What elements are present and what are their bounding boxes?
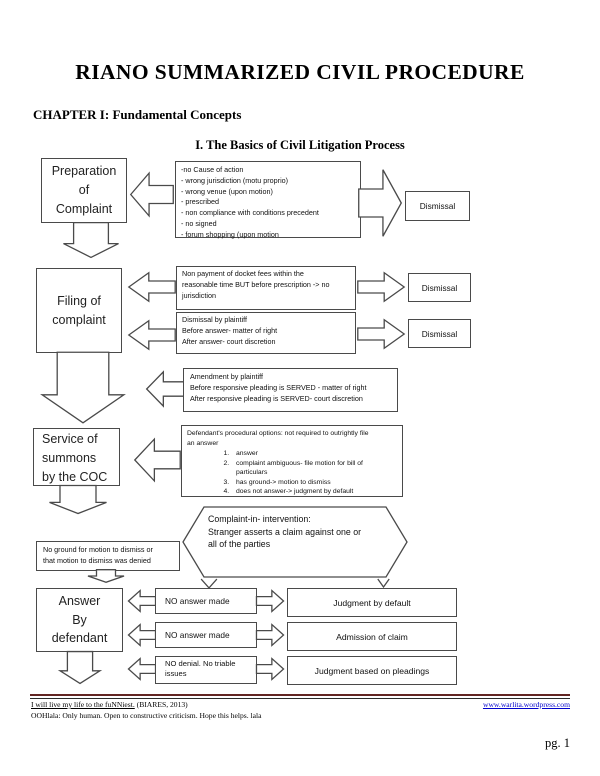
- answer-box: Answer By defendant: [36, 588, 123, 652]
- preparation-box: Preparation of Complaint: [41, 158, 127, 223]
- judgment-box-3: Judgment based on pleadings: [287, 656, 457, 685]
- answer-condition-box-1: NO answer made: [155, 588, 257, 614]
- plaintiff-dismissal-box: Dismissal by plaintiff Before answer- ma…: [176, 312, 356, 354]
- section-heading: I. The Basics of Civil Litigation Proces…: [195, 138, 405, 152]
- answer-condition-box-3: NO denial. No triable issues: [155, 656, 257, 684]
- flow-arrow-right-2: [357, 272, 405, 302]
- flow-arrow-left-2: [128, 272, 176, 302]
- answer-arrow-right-3: [256, 658, 284, 680]
- footer-line-2: OOHlala: Only human. Open to constructiv…: [31, 711, 262, 720]
- answer-arrow-left-1: [128, 590, 156, 612]
- answer-condition-box-2: NO answer made: [155, 622, 257, 648]
- option-item: does not answer-> judgment by default: [231, 487, 397, 497]
- answer-arrow-left-3: [128, 658, 156, 680]
- footer-quote: I will live my life to the fuNNiest.: [31, 700, 135, 709]
- flow-arrow-left-3: [128, 320, 176, 350]
- intervention-title: Complaint-in- intervention:: [208, 514, 311, 524]
- defendant-options-box: Defendant's procedural options: not requ…: [181, 425, 403, 497]
- answer-arrow-right-1: [256, 590, 284, 612]
- footer-link[interactable]: www.warlita.wordpress.com: [482, 700, 570, 709]
- docket-fees-box: Non payment of docket fees within the re…: [176, 266, 356, 310]
- intervention-connector-right: [377, 578, 390, 588]
- answer-arrow-left-2: [128, 624, 156, 646]
- intervention-connector-left: [200, 578, 218, 589]
- intervention-text: Complaint-in- intervention: Stranger ass…: [208, 514, 390, 551]
- flow-arrow-right-1: [358, 168, 402, 238]
- flow-arrow-left-4: [146, 371, 186, 407]
- grounds-box: -no Cause of action - wrong jurisdiction…: [175, 161, 361, 239]
- defendant-options-list: answer complaint ambiguous- file motion …: [187, 449, 397, 497]
- amendment-box: Amendment by plaintiff Before responsive…: [183, 368, 398, 412]
- flow-arrow-left-5: [134, 438, 181, 482]
- flow-arrow-left-1: [130, 172, 174, 217]
- judgment-box-2: Admission of claim: [287, 622, 457, 651]
- option-item: complaint ambiguous- file motion for bil…: [231, 459, 397, 478]
- flow-arrow-down-1: [62, 222, 120, 258]
- no-ground-box: No ground for motion to dismiss or that …: [36, 541, 180, 571]
- service-box: Service of summons by the COC: [33, 428, 120, 486]
- footer-divider: [30, 694, 570, 699]
- intervention-arrow: [182, 506, 408, 578]
- page-number: pg. 1: [545, 736, 570, 750]
- judgment-box-1: Judgment by default: [287, 588, 457, 617]
- flow-arrow-right-3: [357, 319, 405, 349]
- dismissal-box-1: Dismissal: [405, 191, 470, 221]
- filing-box: Filing of complaint: [36, 268, 122, 353]
- footer-line-1: I will live my life to the fuNNiest. (BI…: [31, 700, 571, 709]
- option-item: has ground-> motion to dismiss: [231, 478, 397, 488]
- dismissal-box-2: Dismissal: [408, 273, 471, 302]
- answer-arrow-right-2: [256, 624, 284, 646]
- footer-citation: (BIARES, 2013): [134, 700, 188, 709]
- dismissal-box-3: Dismissal: [408, 319, 471, 348]
- intervention-body: Stranger asserts a claim against one or …: [208, 527, 362, 549]
- chapter-heading: CHAPTER I: Fundamental Concepts: [33, 107, 242, 122]
- option-item: answer: [231, 449, 397, 459]
- defendant-options-intro: Defendant's procedural options: not requ…: [187, 430, 369, 447]
- flow-arrow-down-3: [48, 485, 108, 514]
- flow-arrow-down-2: [40, 351, 126, 424]
- flow-arrow-down-5: [59, 651, 101, 684]
- page-title: RIANO SUMMARIZED CIVIL PROCEDURE: [75, 60, 525, 84]
- flow-arrow-down-4: [87, 569, 125, 583]
